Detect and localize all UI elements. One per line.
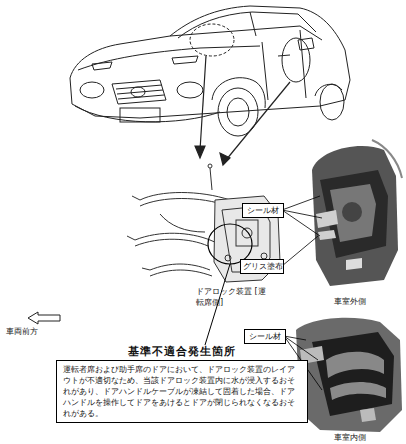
door-lock-drawing [127, 164, 280, 345]
callout-text: シール材 [247, 331, 283, 342]
car-drawing [70, 6, 350, 136]
direction-label: 車両前方 [6, 326, 56, 337]
part-name: ドアロック装置 [運転席側] [196, 286, 268, 308]
box-heading: 基準不適合発生箇所 [57, 344, 307, 359]
box-body-text: 運転者席および助手席のドアにおいて、ドアロック装置のレイアウトが不適切なため、当… [63, 364, 301, 419]
photo-outside [296, 138, 402, 290]
view-label: 車室内側 [334, 432, 384, 443]
callout-box: グリス塗布 [240, 259, 284, 274]
photo-inside [296, 318, 402, 432]
front-arrow [28, 312, 60, 324]
callout-box: シール材 [242, 203, 284, 218]
callout-box: シール材 [244, 329, 286, 344]
callout-text: グリス塗布 [243, 261, 281, 272]
note-box: 基準不適合発生箇所運転者席および助手席のドアにおいて、ドアロック装置のレイアウト… [56, 360, 308, 423]
view-label: 車室外側 [334, 296, 384, 307]
callout-text: シール材 [245, 205, 281, 216]
pointer-arrows [195, 56, 290, 165]
